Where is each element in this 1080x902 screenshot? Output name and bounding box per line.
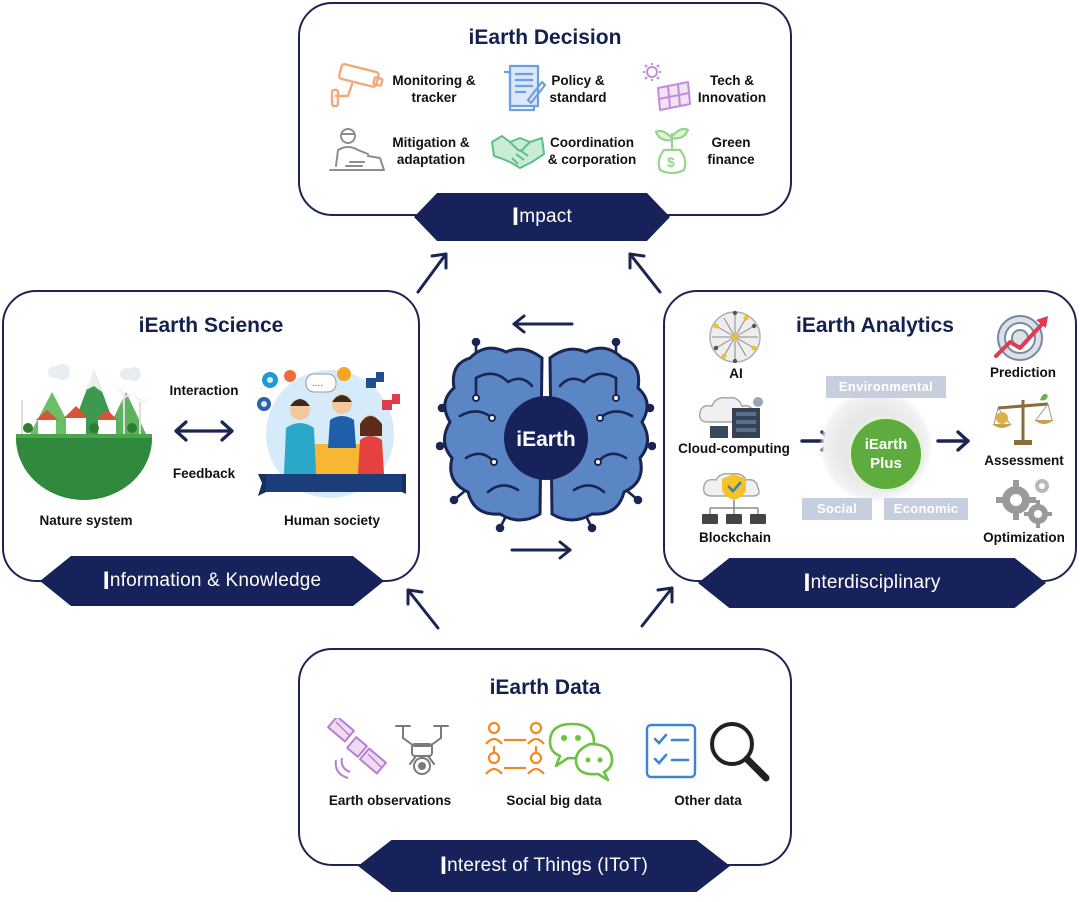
people-network-icon xyxy=(485,721,545,775)
impact-text: mpact xyxy=(519,206,572,227)
magnifier-icon xyxy=(710,722,770,782)
feedback-label: Feedback xyxy=(172,466,236,481)
plus-line1: iEarth xyxy=(864,436,908,453)
drone-icon xyxy=(395,725,449,775)
nature-system-label: Nature system xyxy=(39,513,133,528)
decision-title: iEarth Decision xyxy=(468,26,622,49)
economic-tag: Economic xyxy=(884,498,968,520)
prediction-target-icon xyxy=(994,315,1048,361)
cloud-computing-label: Cloud-computing xyxy=(678,441,790,456)
mitigation-label: Mitigation & adaptation xyxy=(392,135,470,167)
data-title: iEarth Data xyxy=(489,676,601,699)
assessment-label: Assessment xyxy=(984,453,1064,468)
social-tag: Social xyxy=(802,498,872,520)
optimization-gears-icon xyxy=(996,479,1052,528)
solar-panel-icon xyxy=(643,63,691,111)
arrow-right-icon xyxy=(936,430,970,452)
itot-initial: I xyxy=(439,851,448,880)
other-data-label: Other data xyxy=(674,793,742,808)
chat-bubbles-icon xyxy=(548,722,614,782)
blockchain-label: Blockchain xyxy=(698,530,772,545)
arrow-center-left xyxy=(512,314,574,334)
information-text: nformation & Knowledge xyxy=(109,570,322,591)
impact-initial: I xyxy=(512,202,520,231)
analytics-title: iEarth Analytics xyxy=(796,314,954,337)
environmental-tag: Environmental xyxy=(826,376,946,398)
earth-observations-label: Earth observations xyxy=(328,793,452,808)
tech-label: Tech & Innovation xyxy=(697,73,767,105)
svg-text:$: $ xyxy=(667,154,675,170)
itot-text: nterest of Things (IToT) xyxy=(447,855,648,876)
money-plant-icon: $ xyxy=(654,127,690,175)
plus-line2: Plus xyxy=(870,455,902,472)
prediction-label: Prediction xyxy=(989,365,1056,380)
coordination-label: Coordination & corporation xyxy=(547,135,637,167)
arrow-data-to-analytics xyxy=(640,586,674,628)
ai-network-icon xyxy=(709,310,761,364)
blockchain-icon xyxy=(702,472,766,524)
cloud-computing-icon xyxy=(698,396,763,438)
svg-text:....: .... xyxy=(312,378,323,389)
information-initial: I xyxy=(102,566,110,595)
nature-landscape-icon xyxy=(16,364,152,500)
ai-label: AI xyxy=(729,366,743,381)
handshake-icon xyxy=(491,135,545,169)
interdisciplinary-text: nterdisciplinary xyxy=(810,572,941,593)
interaction-label: Interaction xyxy=(169,383,239,398)
optimization-label: Optimization xyxy=(983,530,1065,545)
assessment-scales-icon xyxy=(992,393,1054,445)
interdisciplinary-initial: I xyxy=(803,568,811,597)
center-label: iEarth xyxy=(516,428,576,451)
monitoring-label: Monitoring & tracker xyxy=(392,73,476,105)
human-society-label: Human society xyxy=(283,513,381,528)
green-finance-label: Green finance xyxy=(707,135,755,167)
policy-label: Policy & standard xyxy=(549,73,607,105)
policy-document-icon xyxy=(504,64,546,112)
mitigation-icon xyxy=(329,128,385,171)
science-title: iEarth Science xyxy=(138,314,284,337)
brain-icon xyxy=(436,338,656,533)
iearth-plus-circle: iEarth Plus xyxy=(848,416,924,492)
checklist-icon xyxy=(645,723,697,779)
arrow-analytics-to-decision xyxy=(628,252,662,294)
social-big-data-label: Social big data xyxy=(506,793,602,808)
arrow-science-to-decision xyxy=(416,252,448,294)
decision-panel: iEarth Decision xyxy=(298,2,792,216)
arrow-data-to-science xyxy=(406,588,440,630)
surveillance-camera-icon xyxy=(330,63,384,108)
double-arrow-icon xyxy=(174,420,234,442)
satellite-icon xyxy=(327,718,387,779)
human-society-icon: .... xyxy=(257,367,406,498)
arrow-center-right xyxy=(510,540,572,560)
